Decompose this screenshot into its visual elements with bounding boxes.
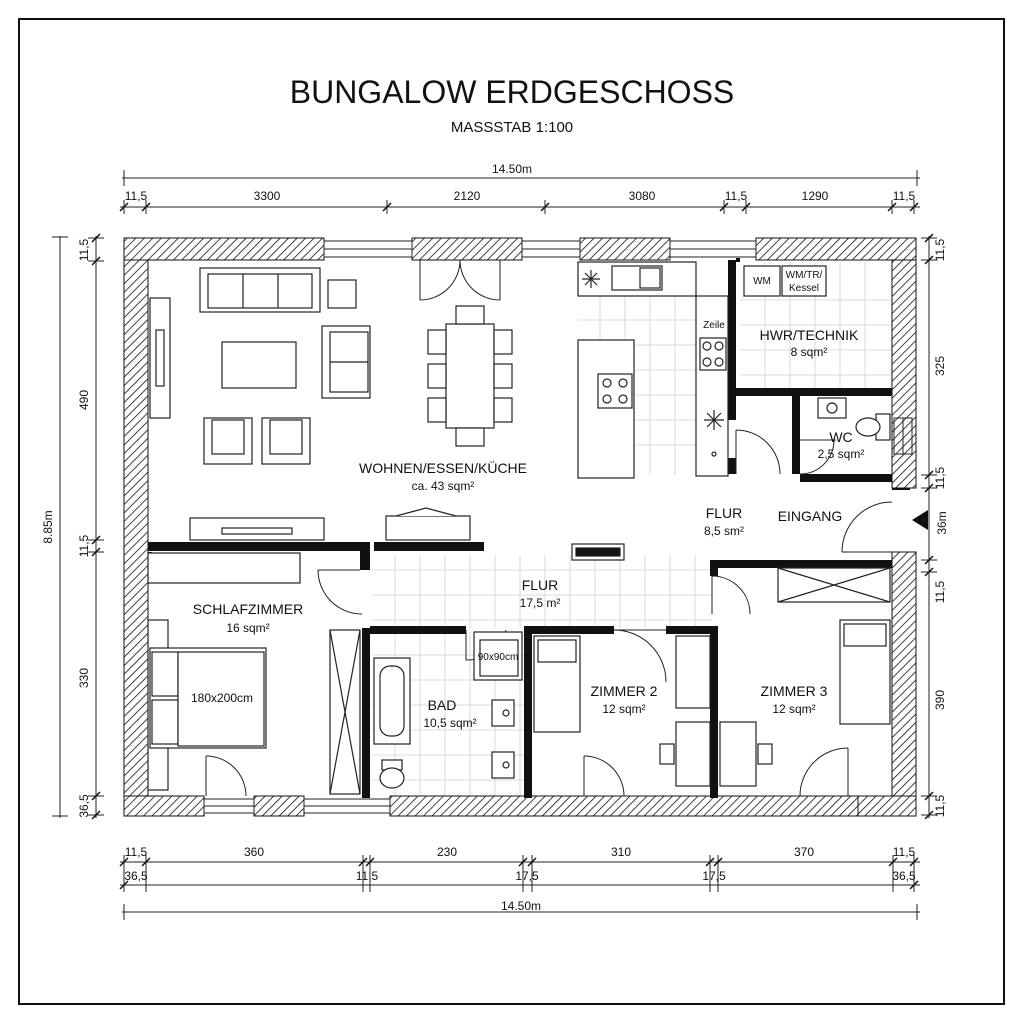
room-wc-name: WC bbox=[829, 429, 852, 445]
bottom-dim-2: 360 bbox=[244, 845, 264, 859]
right-dim-5: 11,5 bbox=[933, 580, 947, 603]
zimmer2-furniture bbox=[533, 635, 711, 787]
entrance-arrow-icon bbox=[912, 510, 928, 530]
right-dim-3: 11,5 bbox=[933, 466, 947, 489]
room-zimmer3-area: 12 sqm² bbox=[772, 702, 815, 716]
room-flur1-area: 8,5 sm² bbox=[704, 524, 744, 538]
bed-size-label: 180x200cm bbox=[191, 691, 253, 705]
bottom-dim-4: 310 bbox=[611, 845, 631, 859]
left-total-dim: 8.85m bbox=[41, 510, 55, 543]
bottom-total-dim: 14.50m bbox=[501, 899, 541, 913]
bottom-dimension-chain: 11,5 360 230 310 370 11,5 36,5 11,5 17,5… bbox=[119, 845, 920, 920]
bottom-dim-11: 36,5 bbox=[892, 869, 916, 883]
bottom-dim-6: 11,5 bbox=[893, 845, 916, 859]
top-dim-7: 11,5 bbox=[893, 189, 916, 203]
room-eingang-name: EINGANG bbox=[778, 508, 843, 524]
left-dim-1: 11,5 bbox=[77, 238, 91, 261]
hallway-radiator bbox=[571, 543, 625, 561]
room-schlaf-name: SCHLAFZIMMER bbox=[193, 601, 303, 617]
room-wohnen-name: WOHNEN/ESSEN/KÜCHE bbox=[359, 459, 527, 476]
bedroom-furniture bbox=[147, 552, 361, 795]
bottom-dim-7: 36,5 bbox=[124, 869, 148, 883]
right-dim-4: 36m bbox=[935, 511, 949, 534]
left-dim-5: 36,5 bbox=[77, 794, 91, 818]
hwr-appliances bbox=[743, 265, 827, 297]
room-labels: WOHNEN/ESSEN/KÜCHE ca. 43 sqm² HWR/TECHN… bbox=[193, 327, 865, 730]
room-hwr-name: HWR/TECHNIK bbox=[760, 327, 859, 343]
shower-size-label: 90x90cm bbox=[478, 652, 519, 663]
left-dim-2: 490 bbox=[77, 390, 91, 410]
top-dim-6: 1290 bbox=[802, 189, 829, 203]
hallway-tiles bbox=[372, 555, 712, 628]
room-schlaf-area: 16 sqm² bbox=[226, 621, 269, 635]
right-dimension-chain: 11,5 325 11,5 36m 11,5 390 11,5 bbox=[921, 233, 949, 820]
bath-fixtures bbox=[373, 631, 523, 789]
top-dim-5: 11,5 bbox=[725, 189, 748, 203]
scale-label: MASSSTAB 1:100 bbox=[451, 119, 573, 136]
room-flur2-name: FLUR bbox=[522, 577, 559, 593]
bottom-dim-9: 17,5 bbox=[515, 869, 539, 883]
top-dimension-chain: 14.50m 11,5 3300 2120 3080 11,5 1290 11,… bbox=[119, 162, 920, 214]
top-dim-1: 11,5 bbox=[125, 189, 148, 203]
room-bad-name: BAD bbox=[428, 697, 457, 713]
room-hwr-area: 8 sqm² bbox=[791, 345, 828, 359]
interior-walls bbox=[148, 258, 910, 798]
room-bad-area: 10,5 sqm² bbox=[423, 716, 476, 730]
zeile-label: Zeile bbox=[703, 320, 725, 331]
room-zimmer2-name: ZIMMER 2 bbox=[591, 683, 658, 699]
top-dim-2: 3300 bbox=[254, 189, 281, 203]
kessel-label: Kessel bbox=[789, 283, 819, 294]
right-dim-7: 11,5 bbox=[933, 794, 947, 817]
bottom-dim-5: 370 bbox=[794, 845, 814, 859]
zimmer3-furniture bbox=[719, 567, 891, 787]
right-dim-6: 390 bbox=[933, 690, 947, 710]
page-frame bbox=[18, 18, 1005, 1005]
bottom-dim-3: 230 bbox=[437, 845, 457, 859]
room-flur1-name: FLUR bbox=[706, 505, 743, 521]
wm-label: WM bbox=[753, 276, 771, 287]
page-title: BUNGALOW ERDGESCHOSS bbox=[290, 74, 735, 110]
bottom-dim-1: 11,5 bbox=[125, 845, 148, 859]
room-zimmer3-name: ZIMMER 3 bbox=[761, 683, 828, 699]
windows bbox=[203, 240, 913, 814]
top-total-dim: 14.50m bbox=[492, 162, 532, 176]
wc-fixtures bbox=[817, 397, 891, 441]
left-dim-3: 11,5 bbox=[77, 534, 91, 557]
bottom-dim-10: 17,5 bbox=[702, 869, 726, 883]
left-dimension-chain: 8.85m 11,5 490 11,5 330 36,5 bbox=[41, 233, 104, 820]
wm-tr-label: WM/TR/ bbox=[786, 270, 823, 281]
kitchen bbox=[577, 261, 729, 479]
top-dim-4: 3080 bbox=[629, 189, 656, 203]
bottom-dim-8: 11,5 bbox=[356, 869, 379, 883]
right-dim-1: 11,5 bbox=[933, 238, 947, 261]
right-dim-2: 325 bbox=[933, 356, 947, 376]
room-wohnen-area: ca. 43 sqm² bbox=[412, 479, 475, 493]
dining-table bbox=[427, 305, 513, 447]
room-wc-area: 2,5 sqm² bbox=[818, 447, 865, 461]
living-furniture bbox=[149, 267, 471, 541]
room-flur2-area: 17,5 m² bbox=[520, 596, 561, 610]
top-dim-3: 2120 bbox=[454, 189, 481, 203]
room-zimmer2-area: 12 sqm² bbox=[602, 702, 645, 716]
left-dim-4: 330 bbox=[77, 668, 91, 688]
